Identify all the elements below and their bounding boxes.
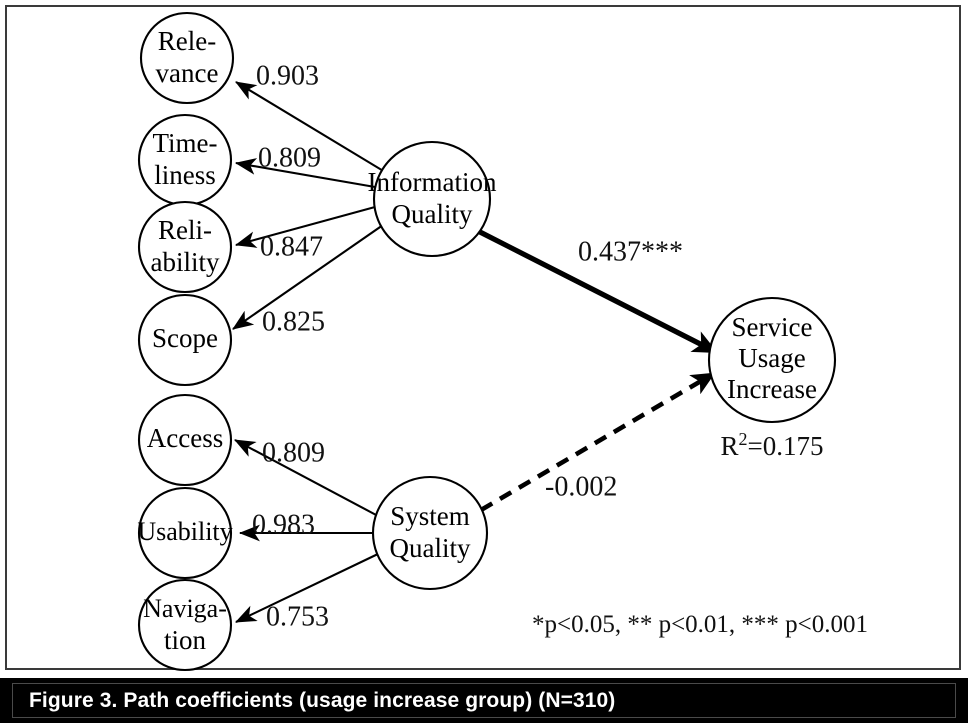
node-service-usage-increase[interactable]: Service Usage Increase [707, 296, 837, 424]
figure-caption-inner-frame: Figure 3. Path coefficients (usage incre… [12, 683, 956, 718]
edge-sq-to-access [234, 439, 379, 517]
node-information-quality-line1: Information [368, 167, 497, 197]
edge-iq-to-reliability [234, 205, 376, 248]
edge-sq-to-service-usage-increase [479, 372, 716, 512]
node-usability-line1: Usability [137, 517, 232, 546]
node-access[interactable]: Access [137, 393, 233, 487]
significance-legend: *p<0.05, ** p<0.01, *** p<0.001 [532, 611, 868, 638]
node-scope[interactable]: Scope [137, 293, 233, 387]
coefficient-label-sq-to-sui: -0.002 [545, 471, 617, 502]
coefficient-label-iq-to-sui: 0.437*** [578, 236, 683, 267]
r-squared-prefix: R [721, 431, 739, 461]
figure-caption-text: Figure 3. Path coefficients (usage incre… [29, 688, 616, 712]
coefficient-label-iq-relevance: 0.903 [256, 60, 319, 91]
coefficient-label-sq-usability: 0.983 [252, 509, 315, 540]
node-system-quality-line2: Quality [390, 533, 471, 563]
edge-iq-to-scope [232, 224, 384, 330]
node-usability[interactable]: Usability [137, 486, 233, 580]
node-navigation-line2: tion [164, 625, 207, 655]
r-squared-value: =0.175 [748, 431, 824, 461]
node-service-usage-increase-line1: Service [732, 312, 813, 342]
node-information-quality-line2: Quality [392, 199, 473, 229]
node-navigation-line1: Naviga- [143, 594, 227, 623]
node-timeliness[interactable]: Time- liness [137, 113, 233, 207]
r-squared-superscript: 2 [739, 429, 748, 449]
node-relevance-line2: vance [156, 58, 219, 88]
node-information-quality[interactable]: Information Quality [368, 140, 497, 258]
node-system-quality[interactable]: System Quality [371, 475, 489, 591]
node-timeliness-line1: Time- [152, 128, 217, 158]
node-scope-line1: Scope [152, 323, 218, 353]
coefficient-label-sq-navigation: 0.753 [266, 601, 329, 632]
edge-iq-to-timeliness [234, 158, 376, 189]
edge-iq-to-service-usage-increase [476, 228, 718, 355]
edge-iq-to-relevance [235, 81, 386, 173]
node-timeliness-line2: liness [154, 160, 216, 190]
node-system-quality-line1: System [390, 501, 470, 531]
node-relevance-line1: Rele- [158, 26, 216, 56]
coefficient-label-sq-access: 0.809 [262, 437, 325, 468]
node-navigation[interactable]: Naviga- tion [137, 578, 233, 672]
node-service-usage-increase-line2: Usage [738, 343, 805, 373]
node-reliability[interactable]: Reli- ability [137, 200, 233, 294]
node-reliability-line1: Reli- [158, 215, 212, 245]
coefficient-label-iq-reliability: 0.847 [260, 231, 323, 262]
coefficient-label-iq-timeliness: 0.809 [258, 142, 321, 173]
node-reliability-line2: ability [151, 247, 220, 277]
node-access-line1: Access [147, 423, 223, 453]
figure-caption-bar: Figure 3. Path coefficients (usage incre… [0, 678, 968, 723]
node-service-usage-increase-line3: Increase [727, 374, 817, 404]
edge-sq-to-navigation [235, 552, 381, 623]
r-squared-annotation: R2=0.175 [721, 429, 824, 461]
node-relevance[interactable]: Rele- vance [139, 11, 235, 105]
coefficient-label-iq-scope: 0.825 [262, 306, 325, 337]
path-diagram: Rele- vance Time- liness Reli- ability S… [137, 11, 868, 672]
